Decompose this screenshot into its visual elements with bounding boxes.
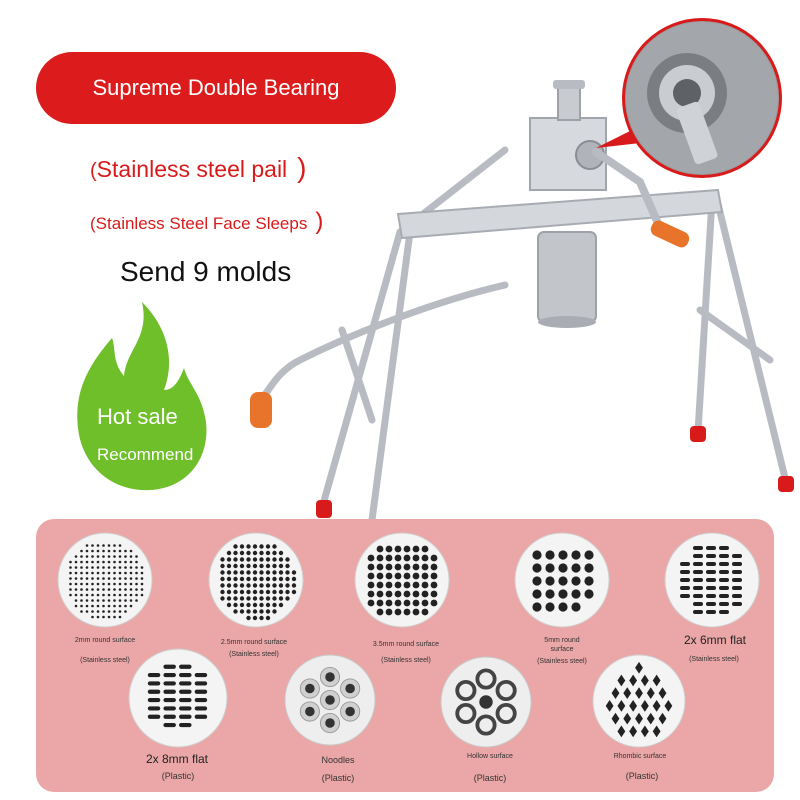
mold-rhombic-icon [592,654,686,748]
mold-caption-rhombic: Rhombic surface [613,753,667,760]
feature-pail-text: Stainless steel pail [96,156,288,182]
bearing-icon [626,22,778,174]
mold-material-8mm-flat: (Plastic) [161,771,195,781]
mold-6mm-flat-icon [664,532,760,628]
mold-caption-8mm-flat: 2x 8mm flat [145,752,208,766]
bearing-detail-inset [622,18,782,178]
mold-caption-noodles: Noodles [321,755,355,765]
mold-caption-2mm: 2mm round surface [74,637,136,644]
mold-5mm-round-icon [514,532,610,628]
feature-face-text: Stainless Steel Face Sleeps [95,214,308,233]
hot-sale-label: Hot sale [97,404,178,429]
mold-caption-2-5mm: 2.5mm round surface [220,639,288,646]
mold-caption-3-5mm: 3.5mm round surface [372,641,440,648]
recommend-label: Recommend [97,445,194,464]
mold-material-rhombic: (Plastic) [625,771,659,781]
flame-icon [77,302,207,491]
mold-caption-6mm-flat: 2x 6mm flat [683,633,746,647]
mold-material-3-5mm: (Stainless steel) [381,657,431,664]
mold-material-2-5mm: (Stainless steel) [229,651,279,658]
mold-material-noodles: (Plastic) [321,773,355,783]
headline-banner: Supreme Double Bearing [36,52,396,124]
feature-tag-pail: (Stainless steel pail) [90,152,307,183]
molds-note: Send 9 molds [120,256,292,287]
headline-text: Supreme Double Bearing [92,75,340,100]
mold-caption-5mm: 5mm round surface [544,637,580,653]
mold-material-5mm: (Stainless steel) [537,658,587,665]
mold-2-5mm-round-icon [208,532,304,628]
mold-material-6mm-flat: (Stainless steel) [689,656,739,663]
noodle-press-image [250,80,794,524]
mold-material-2mm: (Stainless steel) [80,657,130,664]
mold-3-5mm-round-icon [354,532,450,628]
mold-hollow-icon [440,656,532,748]
mold-noodles-icon [284,654,376,746]
mold-2mm-round-icon [57,532,153,628]
feature-tag-face: (Stainless Steel Face Sleeps) [90,208,324,235]
mold-caption-hollow: Hollow surface [467,753,513,760]
mold-material-hollow: (Plastic) [473,773,507,783]
mold-8mm-flat-icon [128,648,228,748]
